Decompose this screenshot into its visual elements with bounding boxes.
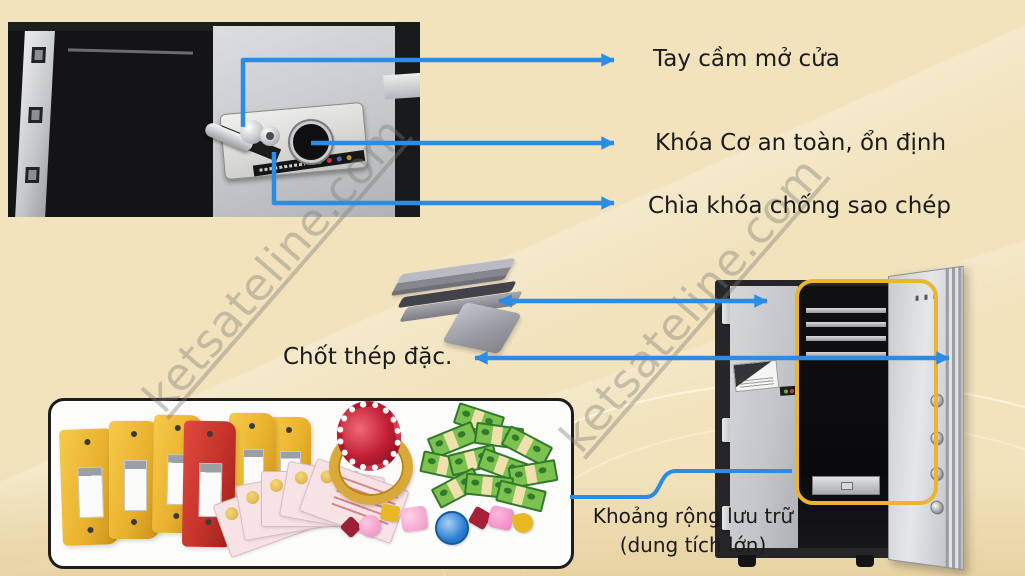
label-storage-line2: (dung tích lớn) — [619, 533, 767, 557]
hinge-slot — [28, 107, 43, 123]
safe-foot — [856, 555, 874, 567]
valuables-collage — [48, 398, 574, 569]
interior-drawer — [812, 476, 880, 495]
label-mechanical-lock: Khóa Cơ an toàn, ổn định — [655, 130, 947, 156]
hinge-slot — [31, 47, 47, 63]
gem — [359, 515, 381, 537]
combination-dial — [290, 121, 332, 163]
gem — [435, 511, 469, 545]
door-edge-strip — [14, 27, 56, 217]
interior-shelf — [806, 322, 886, 327]
storage-highlight-box — [795, 279, 938, 505]
lock-closeup-photo — [8, 22, 420, 217]
safe-foot — [738, 555, 756, 567]
interior-shelf — [806, 336, 886, 341]
gem — [379, 503, 401, 523]
label-storage: Khoảng rộng lưu trữ (dung tích lớn) — [583, 502, 803, 560]
interior-shelf — [806, 308, 886, 313]
binder — [109, 421, 159, 539]
label-door-handle: Tay cầm mở cửa — [653, 46, 840, 72]
label-storage-line1: Khoảng rộng lưu trữ — [592, 504, 794, 528]
interior-glint — [67, 48, 194, 55]
gem — [399, 505, 429, 533]
safe-left-door — [730, 286, 798, 548]
gem — [510, 510, 536, 536]
keyhole — [260, 126, 280, 146]
door-hinge — [383, 72, 420, 100]
hinge-slot — [24, 167, 40, 183]
door-bolt — [930, 500, 944, 515]
label-anti-copy-key: Chìa khóa chống sao chép — [648, 193, 952, 219]
door-frame — [395, 22, 420, 217]
label-steel-bolt: Chốt thép đặc. — [283, 344, 453, 370]
door-sticker — [732, 359, 780, 393]
